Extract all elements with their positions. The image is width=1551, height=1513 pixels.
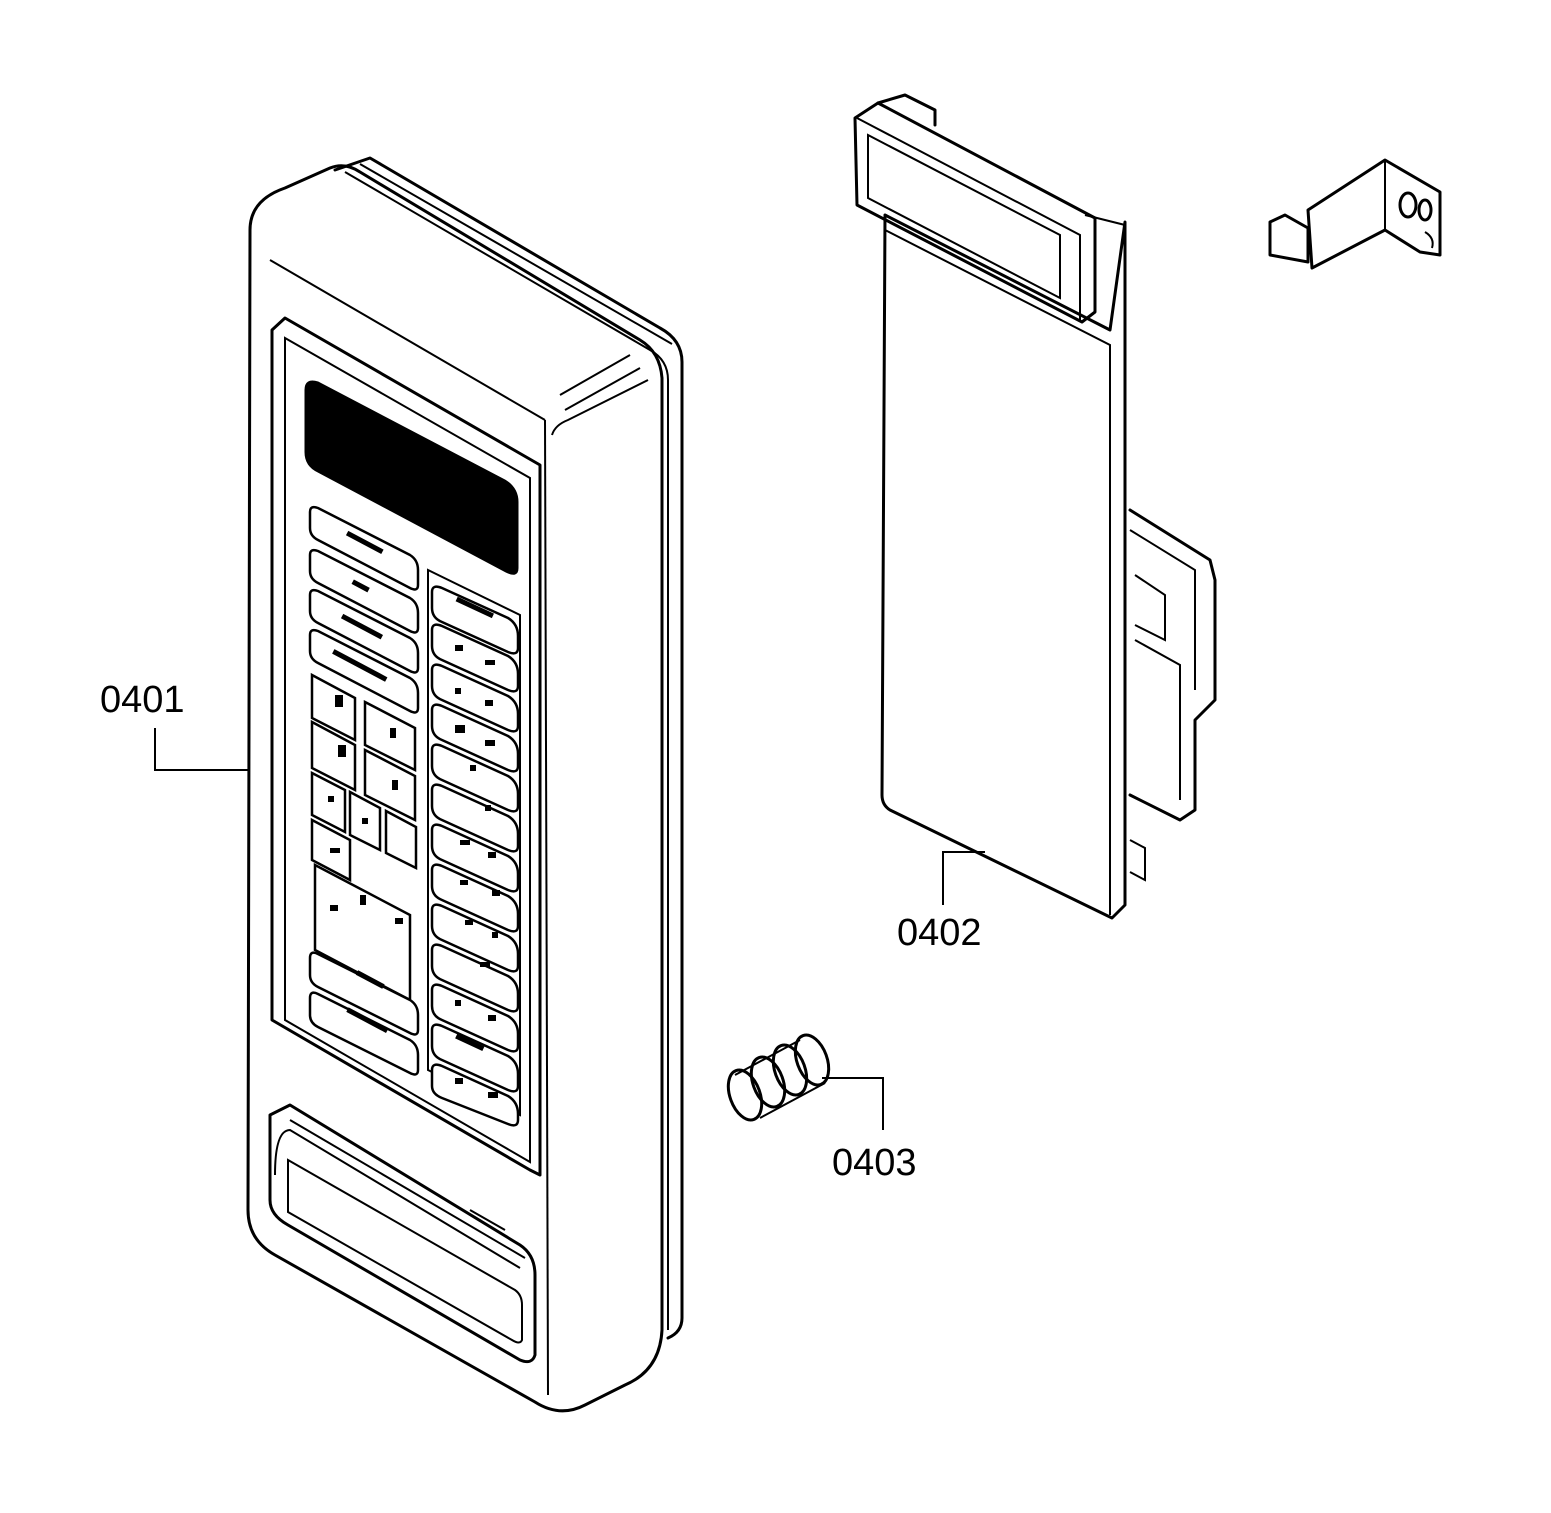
spring-0403 <box>726 1033 831 1122</box>
door-release-button <box>268 1103 537 1364</box>
leader-lines <box>154 728 985 1130</box>
control-panel-0401 <box>246 156 684 1413</box>
label-0402: 0402 <box>897 912 982 954</box>
label-0403: 0403 <box>832 1142 917 1184</box>
keypad-right-column <box>427 568 521 1127</box>
circuit-board-0402 <box>853 93 1217 920</box>
label-0401: 0401 <box>100 679 185 721</box>
keypad-left-column <box>308 505 420 1076</box>
mounting-bracket <box>1268 158 1442 270</box>
